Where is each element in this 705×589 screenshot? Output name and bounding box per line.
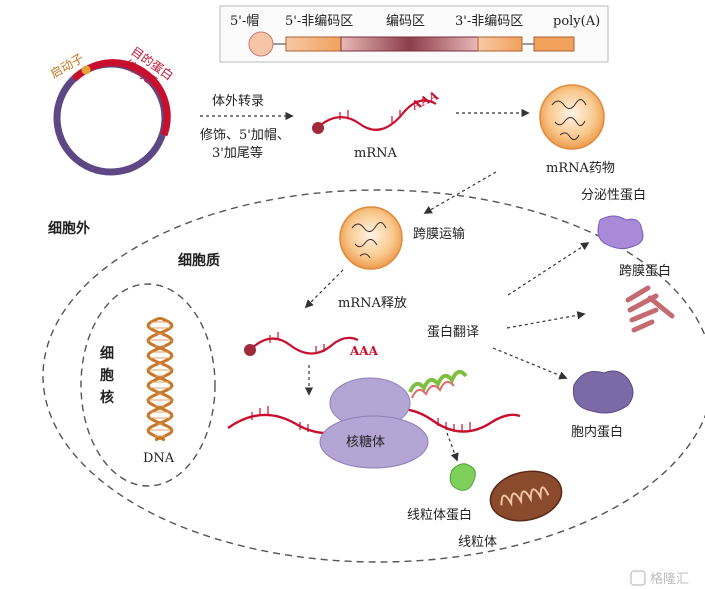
mito-protein-shape	[449, 463, 476, 491]
mrna-cap	[312, 122, 324, 134]
dna-label: DNA	[143, 451, 175, 466]
mrna-strand-top: AAA mRNA	[312, 88, 441, 161]
nucleus-char-3: 核	[100, 389, 114, 406]
released-mrna-backbone	[249, 336, 359, 355]
lnp-sphere-inside	[339, 206, 403, 270]
mrna-backbone	[315, 99, 437, 131]
secreted-protein: 分泌性蛋白	[581, 187, 646, 250]
ribosome-label: 核糖体	[346, 434, 385, 450]
cds-label: 编码区	[386, 14, 425, 29]
mito-protein: 线粒体蛋白	[407, 463, 476, 523]
utr3-bar	[477, 36, 523, 52]
nucleus-char-1: 细	[100, 345, 114, 362]
dna-strand-a	[146, 316, 174, 442]
cap-label: 5'-帽	[230, 13, 259, 29]
nucleus: 细 胞 核 DNA	[80, 283, 216, 487]
transmembrane-label: 跨膜蛋白	[619, 263, 671, 279]
translation-label: 蛋白翻译	[427, 324, 479, 340]
five-prime-cap-shape	[248, 31, 274, 57]
nuclear-envelope	[80, 283, 216, 487]
mitochondrion-cristae	[500, 486, 550, 507]
intracellular-protein: 胞内蛋白	[571, 370, 634, 440]
ribosome-complex: 核糖体	[227, 369, 521, 469]
extracellular-label: 细胞外	[48, 220, 90, 237]
arrow-to-intracellular	[492, 347, 568, 380]
mitochondrion-label: 线粒体	[458, 535, 497, 550]
dna-strand-b	[146, 316, 174, 442]
mrna-strand-released: AAA	[244, 332, 379, 358]
released-mrna-cap	[244, 344, 256, 356]
transmembrane-protein: 跨膜蛋白	[619, 263, 675, 333]
dna-helix	[146, 316, 174, 442]
intracellular-protein-shape	[572, 370, 634, 414]
polya-tail: AAA	[408, 88, 441, 113]
transmembrane-protein-shape	[625, 285, 675, 333]
utr3-label: 3'-非编码区	[455, 14, 523, 29]
nucleus-char-2: 胞	[99, 367, 114, 384]
arrow-to-secreted	[507, 242, 590, 296]
modification-label-line2: 3'加尾等	[212, 145, 263, 161]
coding-region-bar	[340, 36, 479, 52]
modification-label-line1: 修饰、5'加帽、	[200, 127, 290, 143]
mito-protein-label: 线粒体蛋白	[407, 507, 472, 523]
nascent-peptide-strand	[411, 380, 455, 399]
promoter-marker	[81, 65, 91, 75]
utr5-bar	[285, 36, 342, 52]
mrna-structure-panel: 5'-帽 5'-非编码区 编码区 3'-非编码区 poly(A)	[219, 5, 609, 63]
mitochondrion-outer	[489, 470, 563, 522]
intracellular-label: 胞内蛋白	[571, 424, 623, 440]
watermark-text: 格隆汇	[650, 571, 689, 587]
plasmid: 启动子 目的蛋白 编码区	[48, 43, 176, 176]
arrow-to-transmembrane	[506, 311, 586, 329]
released-particle: 跨膜运输	[339, 206, 465, 270]
released-polya-tail: AAA	[349, 344, 379, 358]
secreted-protein-shape	[597, 215, 644, 250]
watermark-logo	[630, 570, 646, 586]
mitochondrion: 线粒体	[458, 470, 563, 550]
panel-frame	[219, 5, 609, 63]
ivt-label: 体外转录	[212, 94, 264, 109]
arrow-to-mito-protein	[446, 432, 459, 462]
polya-label: poly(A)	[553, 14, 600, 29]
ivt-step: 体外转录 修饰、5'加帽、 3'加尾等	[200, 94, 294, 161]
utr5-label: 5'-非编码区	[285, 14, 353, 29]
nascent-peptide	[408, 369, 468, 393]
transport-label: 跨膜运输	[413, 226, 465, 242]
mrna-label: mRNA	[354, 146, 397, 161]
watermark: 格隆汇	[630, 570, 689, 587]
secreted-protein-label: 分泌性蛋白	[581, 187, 646, 203]
uptake-arrow	[423, 171, 497, 214]
cell-membrane	[42, 189, 705, 563]
drug-label: mRNA药物	[546, 161, 615, 176]
release-label: mRNA释放	[338, 296, 407, 311]
target-coding-region-arc	[84, 59, 171, 137]
polya-bar	[533, 36, 575, 52]
mrna-drug-particle: mRNA药物	[539, 84, 615, 176]
cytoplasm-label: 细胞质	[178, 252, 220, 269]
release-arrow	[304, 269, 344, 309]
ribosome-large-subunit	[319, 415, 429, 469]
